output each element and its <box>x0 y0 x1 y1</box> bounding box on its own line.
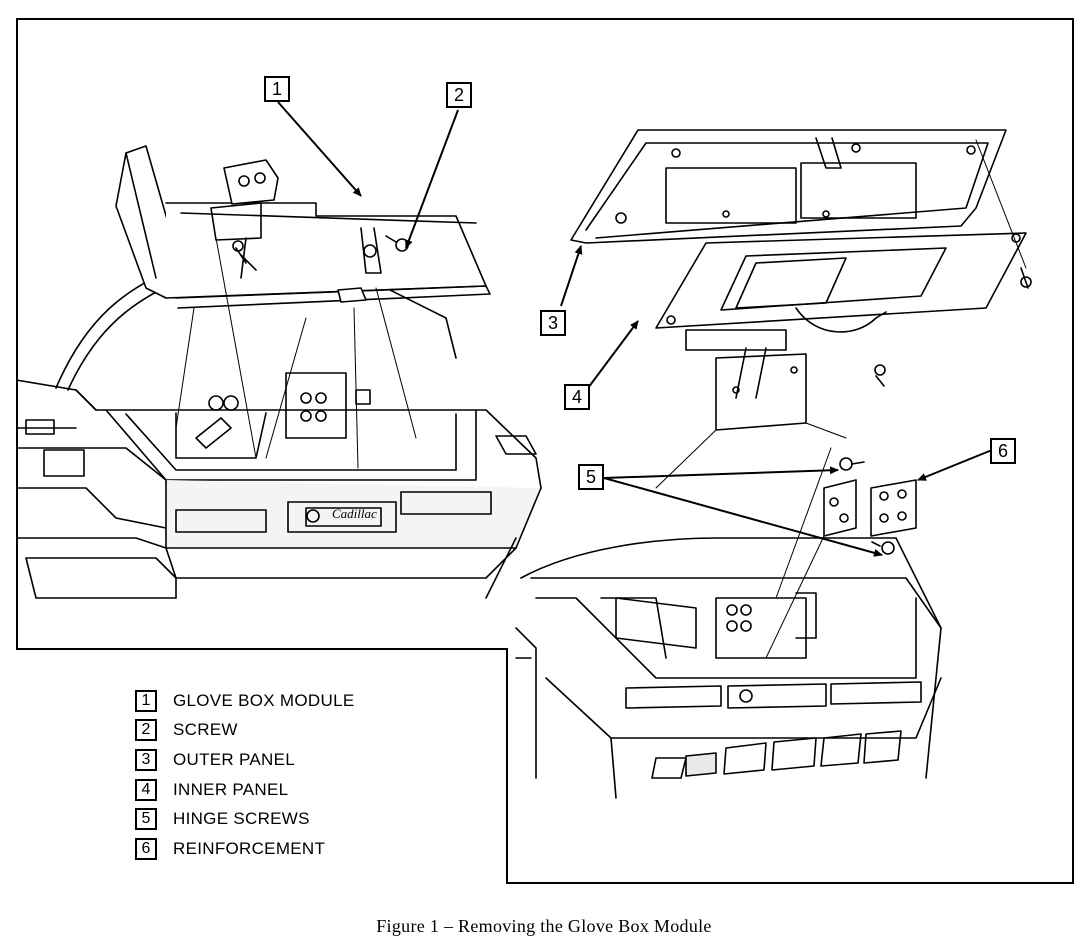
legend-number: 5 <box>135 808 157 831</box>
legend-label: REINFORCEMENT <box>173 838 326 858</box>
callout-5: 5 <box>578 464 604 490</box>
legend-number: 4 <box>135 778 157 801</box>
dash-badge: Cadillac <box>332 506 377 521</box>
legend-number: 6 <box>135 837 157 860</box>
legend-item: 4 INNER PANEL <box>135 775 354 805</box>
legend-item: 3 OUTER PANEL <box>135 745 354 775</box>
figure-caption: Figure 1 – Removing the Glove Box Module <box>376 916 712 936</box>
legend-label: HINGE SCREWS <box>173 809 310 829</box>
legend-item: 5 HINGE SCREWS <box>135 804 354 834</box>
callout-3: 3 <box>540 310 566 336</box>
legend-item: 1 GLOVE BOX MODULE <box>135 686 354 716</box>
callout-6: 6 <box>990 438 1016 464</box>
legend-number: 2 <box>135 719 157 742</box>
leader-lines <box>277 101 993 557</box>
legend-item: 2 SCREW <box>135 716 354 746</box>
right-outer-panel <box>570 129 1007 244</box>
callout-2: 2 <box>446 82 472 108</box>
left-glove-box-module <box>115 145 491 469</box>
exploded-view-illustration <box>16 101 1032 799</box>
legend-item: 6 REINFORCEMENT <box>135 834 354 864</box>
callout-1: 1 <box>264 76 290 102</box>
figure-frame <box>16 18 1074 884</box>
legend-number: 1 <box>135 689 157 712</box>
right-hinge-reinforcement <box>823 457 917 555</box>
callout-4: 4 <box>564 384 590 410</box>
legend-box <box>16 648 508 884</box>
legend-number: 3 <box>135 748 157 771</box>
legend-label: GLOVE BOX MODULE <box>173 690 355 710</box>
legend-label: SCREW <box>173 720 238 740</box>
right-dashboard <box>515 447 942 799</box>
left-dashboard <box>16 267 542 599</box>
legend: 1 GLOVE BOX MODULE 2 SCREW 3 OUTER PANEL… <box>135 686 354 864</box>
legend-label: OUTER PANEL <box>173 749 296 769</box>
legend-label: INNER PANEL <box>173 779 289 799</box>
right-inner-panel <box>655 139 1032 489</box>
